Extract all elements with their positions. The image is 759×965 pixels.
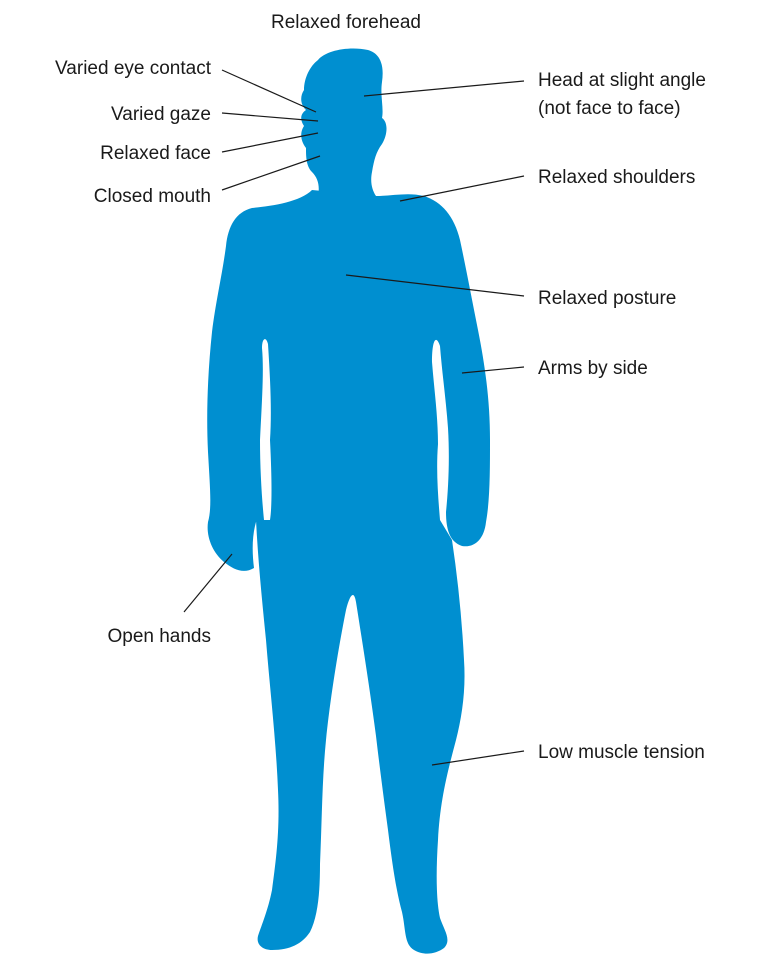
label-relaxed-forehead: Relaxed forehead xyxy=(271,12,421,33)
person-silhouette xyxy=(207,48,490,953)
leader-varied-eye-contact xyxy=(222,70,316,112)
leader-relaxed-shoulders xyxy=(400,176,524,201)
label-arms-by-side: Arms by side xyxy=(538,358,648,379)
label-relaxed-face: Relaxed face xyxy=(100,143,211,164)
label-closed-mouth: Closed mouth xyxy=(94,186,211,207)
label-low-muscle-tension: Low muscle tension xyxy=(538,742,705,763)
leader-closed-mouth xyxy=(222,156,320,190)
label-relaxed-posture: Relaxed posture xyxy=(538,288,676,309)
label-varied-gaze: Varied gaze xyxy=(111,104,211,125)
torso-shape xyxy=(207,190,490,571)
label-varied-eye-contact: Varied eye contact xyxy=(55,58,212,79)
leader-head-angle xyxy=(364,81,524,96)
label-relaxed-shoulders: Relaxed shoulders xyxy=(538,167,695,188)
label-open-hands: Open hands xyxy=(107,626,211,647)
leader-open-hands xyxy=(184,554,232,612)
head-shape xyxy=(301,48,386,196)
label-head-angle-line1: Head at slight angle xyxy=(538,70,706,91)
label-head-angle-line2: (not face to face) xyxy=(538,98,681,119)
legs-shape xyxy=(256,520,465,954)
